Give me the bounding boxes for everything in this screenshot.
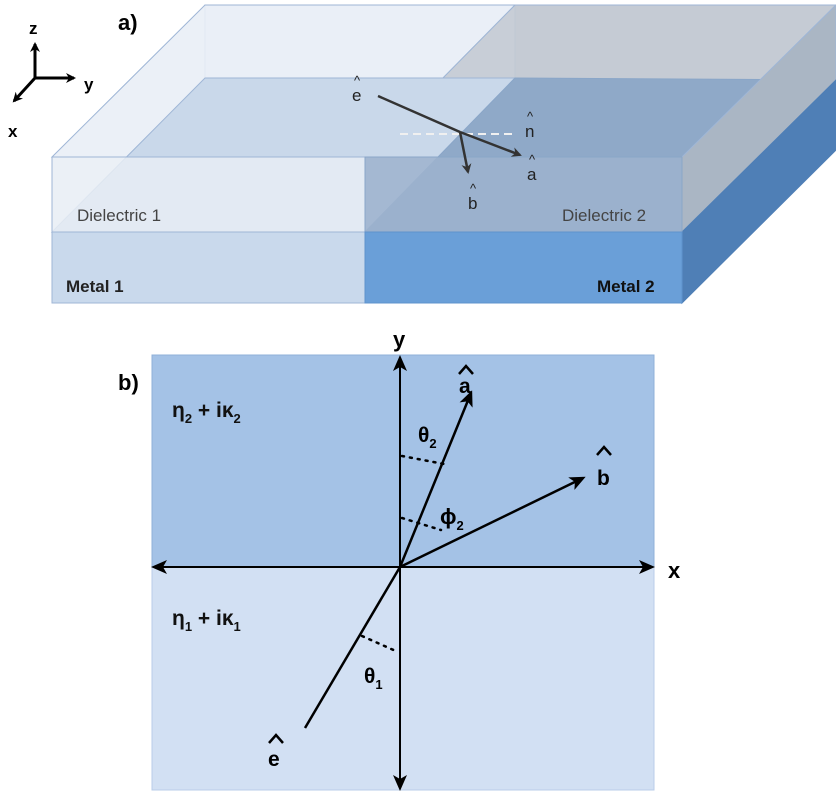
x-axis-label: x bbox=[8, 122, 18, 141]
medium-bottom-region bbox=[151, 566, 655, 791]
e-label: e bbox=[268, 748, 280, 771]
dielectric1-label: Dielectric 1 bbox=[77, 206, 161, 225]
phi2-angle-marker bbox=[400, 516, 443, 532]
y-axis-label-b: y bbox=[393, 327, 406, 352]
b-hat-3d: ^ bbox=[470, 181, 477, 196]
b-label: b bbox=[597, 467, 610, 490]
panel-a: a) z y x Dielectric 1 Dielectric 2 Me bbox=[8, 4, 836, 305]
theta1-label: θ1 bbox=[364, 665, 383, 692]
metal1-label: Metal 1 bbox=[66, 277, 124, 296]
panel-b-label: b) bbox=[118, 370, 139, 395]
axes-icon: z y x bbox=[8, 19, 94, 141]
panel-b: b) y x η2 + iκ2 η1 + iκ1 θ2 ϕ2 θ1 a b e bbox=[118, 327, 681, 791]
metal2-front bbox=[364, 231, 683, 304]
panel-a-label: a) bbox=[118, 10, 138, 35]
y-axis-label: y bbox=[84, 75, 94, 94]
a-hat bbox=[458, 364, 474, 375]
a-label-3d: a bbox=[527, 165, 537, 184]
b-vector bbox=[399, 476, 586, 569]
dielectric2-label: Dielectric 2 bbox=[562, 206, 646, 225]
metal1-front bbox=[51, 231, 366, 304]
x-axis-label-b: x bbox=[668, 558, 681, 583]
e-vector bbox=[303, 566, 402, 729]
medium-top-label: η2 + iκ2 bbox=[172, 399, 241, 426]
medium-top-region bbox=[151, 354, 655, 568]
b-vector-3d bbox=[458, 131, 472, 174]
theta1-angle-marker bbox=[360, 634, 400, 654]
e-label-3d: e bbox=[352, 86, 361, 105]
theta2-label: θ2 bbox=[418, 424, 437, 451]
e-hat-3d: ^ bbox=[354, 73, 361, 88]
n-label-3d: n bbox=[525, 122, 534, 141]
a-vector bbox=[398, 390, 473, 568]
b-hat bbox=[596, 445, 612, 456]
medium-bottom-label: η1 + iκ1 bbox=[172, 607, 241, 634]
metal2-label: Metal 2 bbox=[597, 277, 655, 296]
phi2-label: ϕ2 bbox=[440, 504, 464, 533]
a-label: a bbox=[459, 375, 471, 398]
a-hat-3d: ^ bbox=[529, 152, 536, 167]
e-hat bbox=[268, 733, 284, 744]
b-label-3d: b bbox=[468, 194, 477, 213]
e-vector-3d bbox=[377, 94, 461, 134]
a-vector-3d bbox=[459, 130, 522, 157]
z-axis-label: z bbox=[29, 19, 38, 38]
theta2-angle-marker bbox=[400, 454, 446, 466]
x-axis-arrow bbox=[12, 76, 37, 103]
n-hat-3d: ^ bbox=[527, 109, 534, 124]
